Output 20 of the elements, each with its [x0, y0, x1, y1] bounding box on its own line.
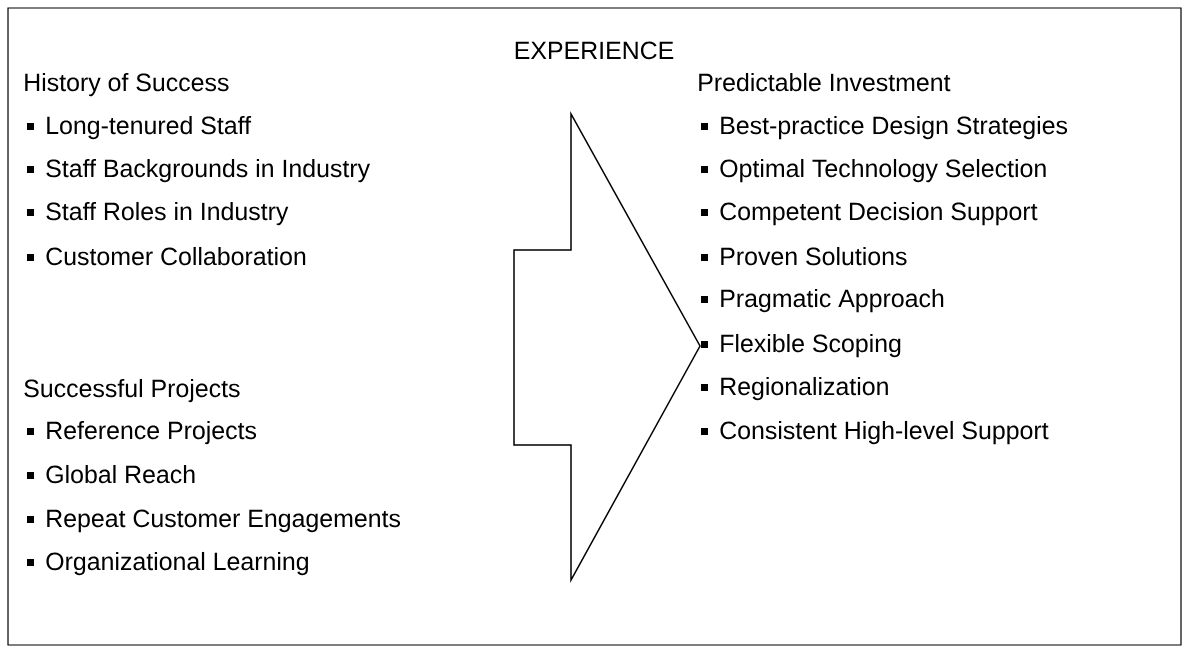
bullet-item: Regionalization	[701, 376, 888, 401]
bullet-item: Staff Roles in Industry	[27, 201, 289, 226]
bullet-item: Organizational Learning	[27, 551, 308, 576]
bullet-item: Long-tenured Staff	[27, 115, 252, 140]
bullet-item: Consistent High-level Support	[701, 420, 1049, 445]
bullet-item: Reference Projects	[27, 420, 257, 445]
bullet-item: Proven Solutions	[701, 246, 907, 266]
heading: History of Success	[25, 72, 229, 97]
bullet-item: Best-practice Design Strategies	[701, 115, 1068, 140]
bullet-item: Global Reach	[27, 464, 195, 484]
bullet-item: Staff Backgrounds in Industry	[27, 158, 370, 183]
bullet-item: Pragmatic Approach	[701, 288, 944, 313]
heading: Predictable Investment	[699, 72, 951, 92]
title: EXPERIENCE	[515, 41, 674, 60]
bullet-item: Repeat Customer Engagements	[27, 509, 401, 533]
bullet-item: Optimal Technology Selection	[701, 158, 1046, 183]
bullet-item: Flexible Scoping	[701, 333, 901, 358]
bullet-item: Customer Collaboration	[27, 246, 306, 266]
bullet-item: Competent Decision Support	[701, 201, 1038, 226]
heading: Successful Projects	[24, 378, 240, 403]
